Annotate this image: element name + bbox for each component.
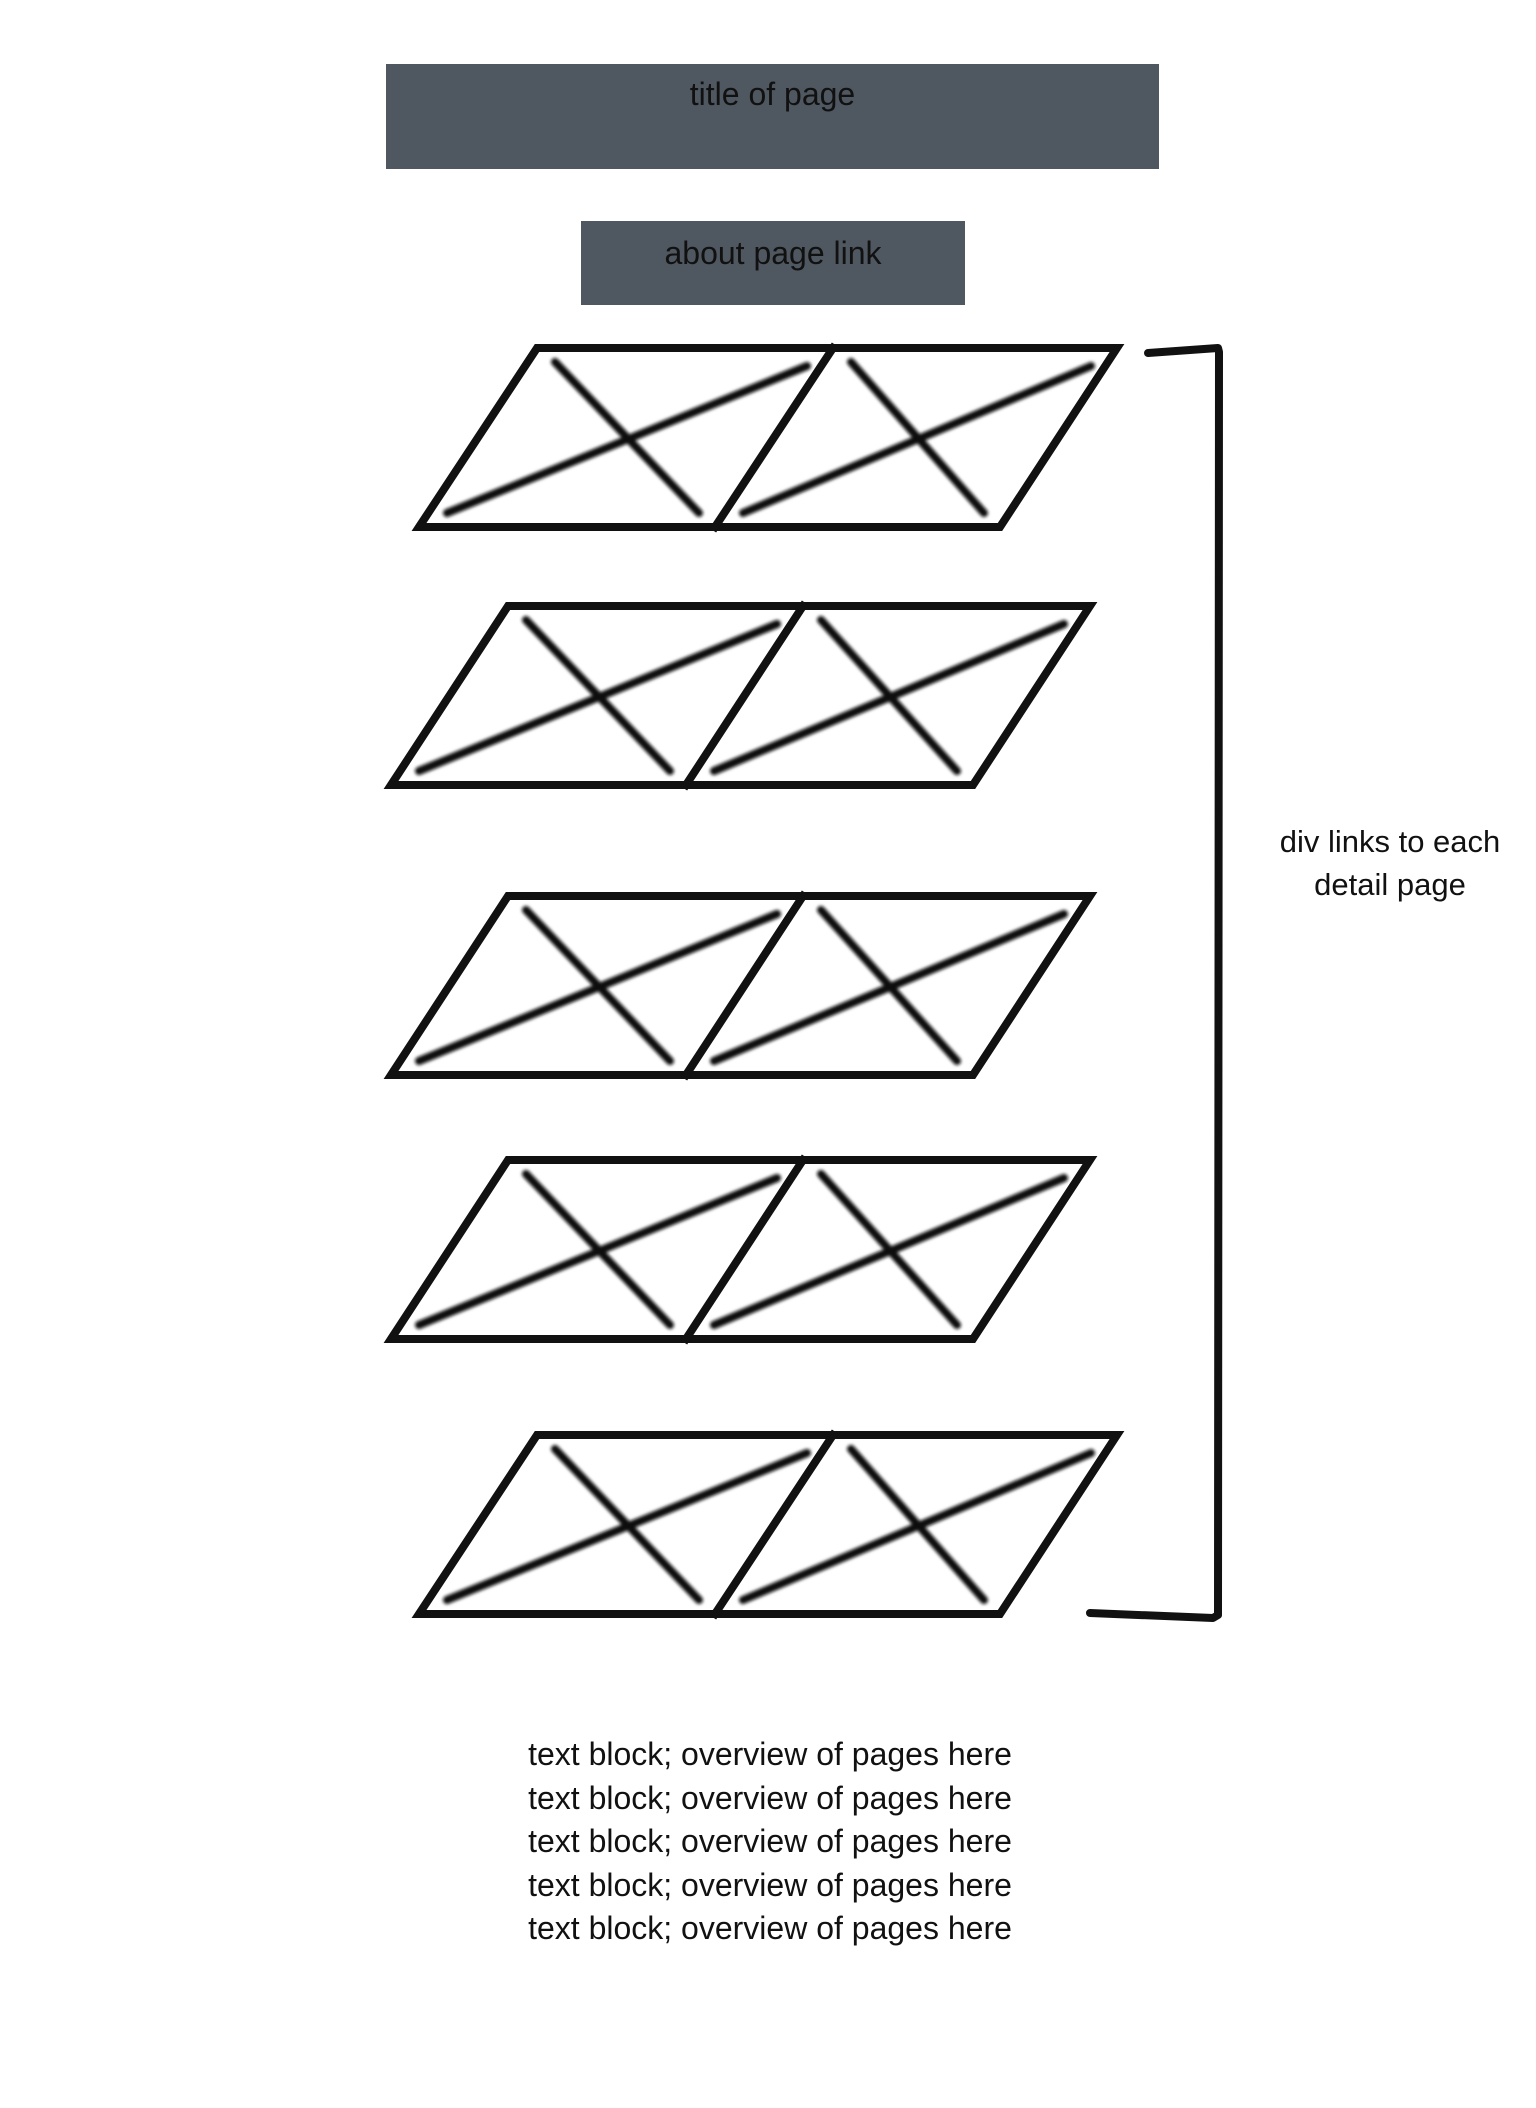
overview-line: text block; overview of pages here (528, 1736, 1012, 1772)
overview-line: text block; overview of pages here (528, 1866, 1012, 1903)
tile-divider (680, 1154, 809, 1345)
image-placeholder-icon[interactable] (415, 906, 781, 1065)
annotation-line: detail page (1314, 867, 1466, 902)
image-placeholder-icon[interactable] (415, 616, 781, 775)
image-placeholder-icon[interactable] (739, 358, 1095, 517)
overview-text-block: text block; overview of pages here text … (470, 1733, 1070, 1951)
about-page-link-box[interactable]: about page link (581, 221, 965, 305)
tile-divider (709, 342, 839, 533)
tile-divider (680, 600, 809, 791)
detail-link-outline[interactable] (411, 344, 1125, 531)
detail-link-row[interactable] (411, 342, 1125, 533)
image-placeholder-icon[interactable] (443, 358, 811, 517)
detail-link-row[interactable] (383, 600, 1098, 791)
detail-link-row[interactable] (383, 890, 1098, 1081)
bracket (1086, 344, 1223, 1622)
image-placeholder-icon[interactable] (443, 1445, 811, 1604)
image-placeholder-icon[interactable] (739, 1445, 1095, 1604)
page-title-box: title of page (386, 64, 1159, 169)
tile-divider (680, 890, 809, 1081)
image-placeholder-icon[interactable] (710, 616, 1068, 775)
about-page-link[interactable]: about page link (664, 235, 882, 271)
detail-link-outline[interactable] (411, 1431, 1125, 1618)
image-placeholder-icon[interactable] (710, 906, 1068, 1065)
detail-link-row[interactable] (411, 1429, 1125, 1620)
image-placeholder-icon[interactable] (415, 1170, 781, 1329)
detail-links-annotation: div links to each detail page (1240, 820, 1536, 906)
image-placeholder-icon[interactable] (710, 1170, 1068, 1329)
detail-link-row[interactable] (383, 1154, 1098, 1345)
page-title: title of page (689, 76, 856, 112)
tile-divider (709, 1429, 839, 1620)
overview-line: text block; overview of pages here (528, 1910, 1012, 1946)
overview-line: text block; overview of pages here (528, 1823, 1012, 1859)
annotation-line: div links to each (1279, 824, 1501, 859)
overview-line: text block; overview of pages here (528, 1779, 1012, 1816)
